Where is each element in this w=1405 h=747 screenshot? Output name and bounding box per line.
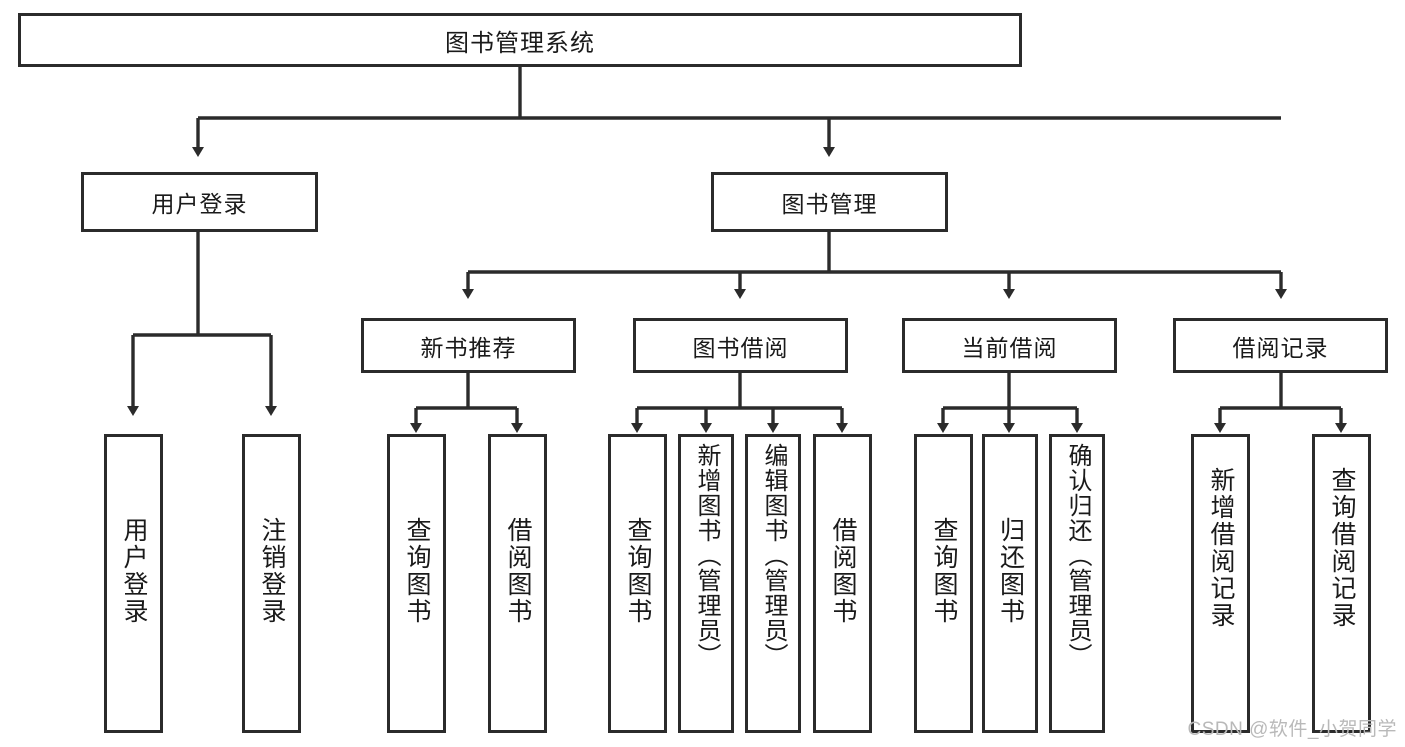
- node-label: 图书管理系统: [445, 29, 595, 57]
- node-label: 查询图书: [624, 517, 652, 625]
- node-current-borrow[interactable]: 当前借阅: [902, 318, 1117, 373]
- node-label: 查询借阅记录: [1328, 467, 1356, 629]
- leaf-query-book-3[interactable]: 查询图书: [914, 434, 973, 733]
- node-label: 编辑图书（管理员）: [759, 443, 787, 668]
- leaf-query-book-2[interactable]: 查询图书: [608, 434, 667, 733]
- leaf-user-login[interactable]: 用户登录: [104, 434, 163, 733]
- node-book-manage[interactable]: 图书管理: [711, 172, 948, 232]
- csdn-watermark: CSDN @软件_小贺同学: [1187, 719, 1397, 740]
- leaf-query-record[interactable]: 查询借阅记录: [1312, 434, 1371, 733]
- node-label: 当前借阅: [961, 334, 1058, 361]
- node-label: 用户登录: [120, 517, 148, 625]
- node-label: 图书借阅: [692, 334, 789, 361]
- node-user-login[interactable]: 用户登录: [81, 172, 318, 232]
- leaf-borrow-book-1[interactable]: 借阅图书: [488, 434, 547, 733]
- leaf-query-book-1[interactable]: 查询图书: [387, 434, 446, 733]
- node-label: 归还图书: [996, 517, 1025, 625]
- node-label: 确认归还（管理员）: [1063, 443, 1091, 668]
- node-label: 用户登录: [151, 191, 248, 217]
- node-label: 新增图书（管理员）: [692, 443, 720, 668]
- node-label: 注销登录: [258, 517, 286, 625]
- node-label: 图书管理: [781, 191, 878, 217]
- node-book-borrow[interactable]: 图书借阅: [633, 318, 848, 373]
- leaf-add-book[interactable]: 新增图书（管理员）: [678, 434, 734, 733]
- leaf-confirm-return[interactable]: 确认归还（管理员）: [1049, 434, 1105, 733]
- leaf-logout[interactable]: 注销登录: [242, 434, 301, 733]
- node-label: 借阅图书: [504, 517, 532, 625]
- node-label: 新书推荐: [420, 334, 517, 361]
- node-label: 新增借阅记录: [1207, 467, 1235, 629]
- leaf-add-record[interactable]: 新增借阅记录: [1191, 434, 1250, 733]
- node-label: 查询图书: [930, 517, 958, 625]
- node-label: 借阅记录: [1232, 334, 1329, 361]
- leaf-borrow-book-2[interactable]: 借阅图书: [813, 434, 872, 733]
- node-new-book-recommend[interactable]: 新书推荐: [361, 318, 576, 373]
- node-label: 借阅图书: [829, 517, 857, 625]
- leaf-return-book[interactable]: 归还图书: [982, 434, 1038, 733]
- node-root-book-management-system[interactable]: 图书管理系统: [18, 13, 1022, 67]
- node-borrow-record[interactable]: 借阅记录: [1173, 318, 1388, 373]
- node-label: 查询图书: [403, 517, 431, 625]
- leaf-edit-book[interactable]: 编辑图书（管理员）: [745, 434, 801, 733]
